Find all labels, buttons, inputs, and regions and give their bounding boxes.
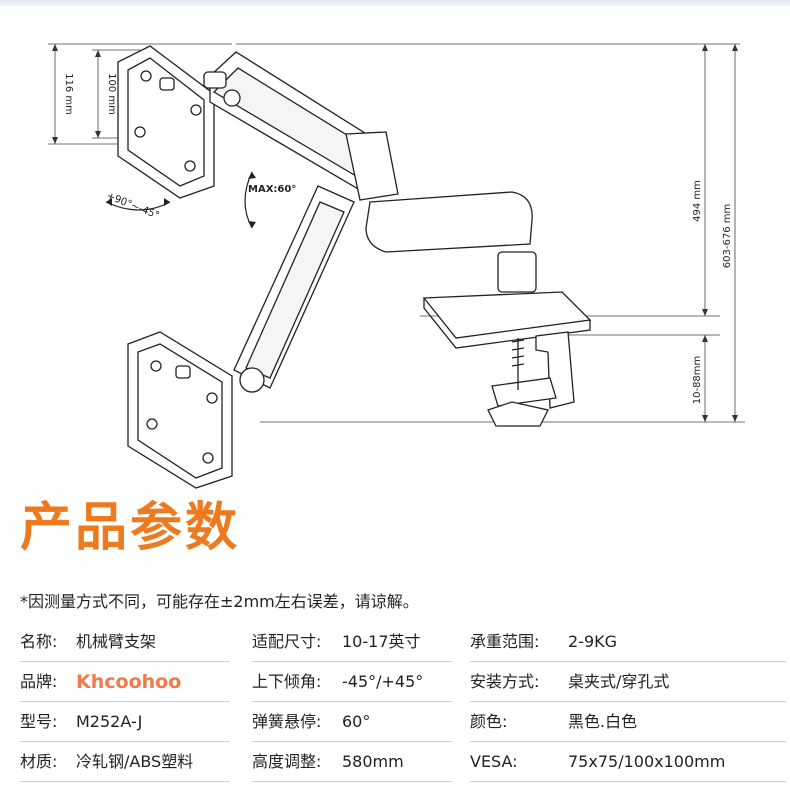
spec-value: 10-17英寸	[342, 632, 421, 651]
spec-row: 名称: 机械臂支架 适配尺寸: 10-17英寸 承重范围: 2-9KG	[20, 624, 790, 664]
spec-label: 品牌:	[20, 672, 58, 691]
spec-value: 冷轧钢/ABS塑料	[76, 752, 194, 771]
section-title: 产品参数	[20, 498, 241, 558]
spec-value: 桌夹式/穿孔式	[568, 672, 670, 691]
spec-cell: 上下倾角: -45°/+45°	[252, 664, 460, 704]
row-divider	[252, 661, 452, 662]
row-divider	[252, 781, 452, 782]
spec-label: 名称:	[20, 632, 58, 651]
lower-vesa-plate	[127, 331, 233, 489]
dim-603-676: 603-676 mm	[722, 204, 733, 268]
spec-cell: 弹簧悬停: 60°	[252, 704, 460, 744]
spec-label: 颜色:	[470, 712, 508, 731]
spec-label: 型号:	[20, 712, 58, 731]
monitor-arm-diagram: 116 mm 100 mm 494 mm 603-676 mm 10-88mm …	[48, 43, 745, 489]
row-divider	[470, 781, 786, 782]
spec-value: 580mm	[342, 752, 404, 771]
desk-clamp	[487, 331, 575, 427]
brand-logo: Khcoohoo	[76, 671, 182, 693]
spec-table: 名称: 机械臂支架 适配尺寸: 10-17英寸 承重范围: 2-9KG 品牌: Khco…	[20, 624, 790, 784]
spec-cell: 颜色: 黑色.白色	[470, 704, 790, 744]
spec-label: VESA:	[470, 752, 518, 771]
tilt-angle-label: +90°~-45°	[105, 191, 161, 222]
spec-cell: 安装方式: 桌夹式/穿孔式	[470, 664, 790, 704]
row-divider	[470, 741, 786, 742]
row-divider	[252, 741, 452, 742]
spec-value: -45°/+45°	[342, 672, 424, 691]
spec-value: M252A-J	[76, 712, 143, 731]
spec-label: 高度调整:	[252, 752, 322, 771]
spec-cell: 材质: 冷轧钢/ABS塑料	[20, 744, 240, 784]
spec-label: 材质:	[20, 752, 58, 771]
spec-label: 安装方式:	[470, 672, 540, 691]
upper-arm	[203, 51, 377, 191]
spec-label: 适配尺寸:	[252, 632, 322, 651]
row-divider	[20, 781, 230, 782]
spec-cell: 高度调整: 580mm	[252, 744, 460, 784]
spec-cell: 名称: 机械臂支架	[20, 624, 240, 664]
spec-cell: VESA: 75x75/100x100mm	[470, 744, 790, 784]
spec-row: 品牌: Khcoohoo 上下倾角: -45°/+45° 安装方式: 桌夹式/穿孔式	[20, 664, 790, 704]
dim-494: 494 mm	[692, 180, 703, 222]
row-divider	[252, 701, 452, 702]
max-angle-label: MAX:60°	[248, 184, 296, 195]
spec-value: 60°	[342, 712, 371, 731]
dim-100: 100 mm	[106, 73, 117, 115]
spec-row: 材质: 冷轧钢/ABS塑料 高度调整: 580mm VESA: 75x75/100x1…	[20, 744, 790, 784]
lower-arm-position	[233, 185, 355, 393]
spec-cell: 适配尺寸: 10-17英寸	[252, 624, 460, 664]
top-banner-strip	[0, 0, 790, 6]
spec-value: 75x75/100x100mm	[568, 752, 726, 771]
spec-cell: 品牌: Khcoohoo	[20, 664, 240, 704]
upper-vesa-plate	[117, 45, 215, 199]
spec-cell: 承重范围: 2-9KG	[470, 624, 790, 664]
row-divider	[470, 701, 786, 702]
spec-label: 承重范围:	[470, 632, 540, 651]
measurement-note: *因测量方式不同，可能存在±2mm左右误差，请谅解。	[20, 592, 419, 611]
spec-value: 机械臂支架	[76, 632, 157, 651]
row-divider	[470, 661, 786, 662]
row-divider	[20, 741, 230, 742]
spec-label: 上下倾角:	[252, 672, 322, 691]
spec-value: 2-9KG	[568, 632, 618, 651]
spec-value: 黑色.白色	[568, 712, 638, 731]
spec-label: 弹簧悬停:	[252, 712, 322, 731]
forearm	[345, 131, 592, 349]
row-divider	[20, 661, 230, 662]
dim-10-88: 10-88mm	[692, 356, 703, 405]
dim-116: 116 mm	[63, 73, 74, 115]
row-divider	[20, 701, 230, 702]
spec-row: 型号: M252A-J 弹簧悬停: 60° 颜色: 黑色.白色	[20, 704, 790, 744]
spec-cell: 型号: M252A-J	[20, 704, 240, 744]
